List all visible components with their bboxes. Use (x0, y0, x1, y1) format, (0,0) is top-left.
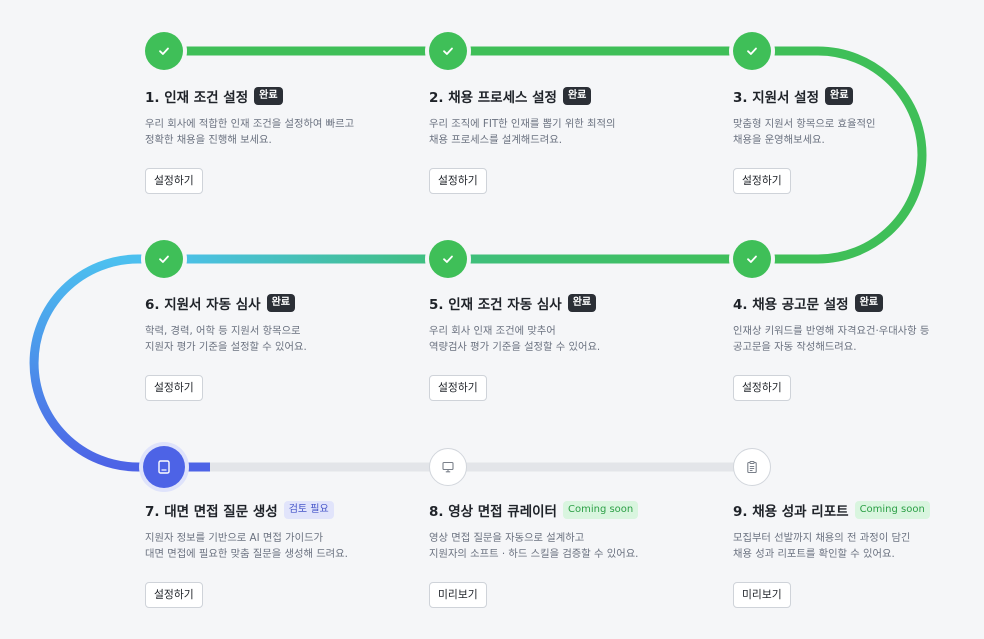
book-icon (158, 460, 170, 474)
status-badge: Coming soon (562, 501, 639, 519)
setup-button[interactable]: 설정하기 (145, 375, 203, 401)
preview-button[interactable]: 미리보기 (733, 582, 791, 608)
step-title: 8. 영상 면접 큐레이터 (429, 504, 557, 520)
setup-button[interactable]: 설정하기 (733, 375, 791, 401)
status-badge: 완료 (854, 294, 883, 312)
check-icon (747, 47, 757, 55)
step-8-card: 8. 영상 면접 큐레이터 Coming soon 영상 면접 질문을 자동으로 … (429, 499, 669, 608)
status-badge: Coming soon (854, 501, 930, 519)
status-badge: 완료 (254, 87, 283, 105)
step-title: 1. 인재 조건 설정 (145, 90, 249, 106)
step-title: 3. 지원서 설정 (733, 90, 820, 106)
step-9-status-node (733, 448, 771, 486)
check-icon (747, 255, 757, 263)
step-4-status-node (733, 240, 771, 278)
check-icon (159, 47, 169, 55)
setup-button[interactable]: 설정하기 (733, 168, 791, 194)
setup-button[interactable]: 설정하기 (429, 375, 487, 401)
status-badge: 검토 필요 (283, 501, 334, 519)
monitor-icon (442, 461, 454, 473)
clipboard-icon (747, 461, 757, 474)
step-8-status-node (429, 448, 467, 486)
setup-button[interactable]: 설정하기 (145, 582, 203, 608)
status-badge: 완료 (562, 87, 592, 105)
step-1-status-node (145, 32, 183, 70)
step-title: 9. 채용 성과 리포트 (733, 504, 849, 520)
setup-button[interactable]: 설정하기 (429, 168, 487, 194)
check-icon (159, 255, 169, 263)
step-title: 7. 대면 면접 질문 생성 (145, 504, 278, 520)
preview-button[interactable]: 미리보기 (429, 582, 487, 608)
step-2-status-node (429, 32, 467, 70)
step-title: 6. 지원서 자동 심사 (145, 297, 261, 313)
step-1-card: 1. 인재 조건 설정 완료 우리 회사에 적합한 인재 조건을 설정하여 빠르고… (145, 85, 385, 194)
step-9-card: 9. 채용 성과 리포트 Coming soon 모집부터 선발까지 채용의 전 … (733, 499, 973, 608)
step-title: 4. 채용 공고문 설정 (733, 297, 849, 313)
check-icon (443, 255, 453, 263)
setup-button[interactable]: 설정하기 (145, 168, 203, 194)
status-badge: 완료 (567, 294, 597, 312)
step-7-card: 7. 대면 면접 질문 생성 검토 필요 지원자 정보를 기반으로 AI 면접 가… (145, 499, 385, 608)
step-title: 2. 채용 프로세스 설정 (429, 90, 557, 106)
step-2-card: 2. 채용 프로세스 설정 완료 우리 조직에 FIT한 인재를 뽑기 위한 최적… (429, 85, 669, 194)
step-6-status-node (145, 240, 183, 278)
status-badge: 완료 (825, 87, 854, 105)
step-5-status-node (429, 240, 467, 278)
step-title: 5. 인재 조건 자동 심사 (429, 297, 562, 313)
check-icon (443, 47, 453, 55)
step-3-status-node (733, 32, 771, 70)
step-7-status-node (143, 446, 185, 488)
status-badge: 완료 (266, 294, 295, 312)
